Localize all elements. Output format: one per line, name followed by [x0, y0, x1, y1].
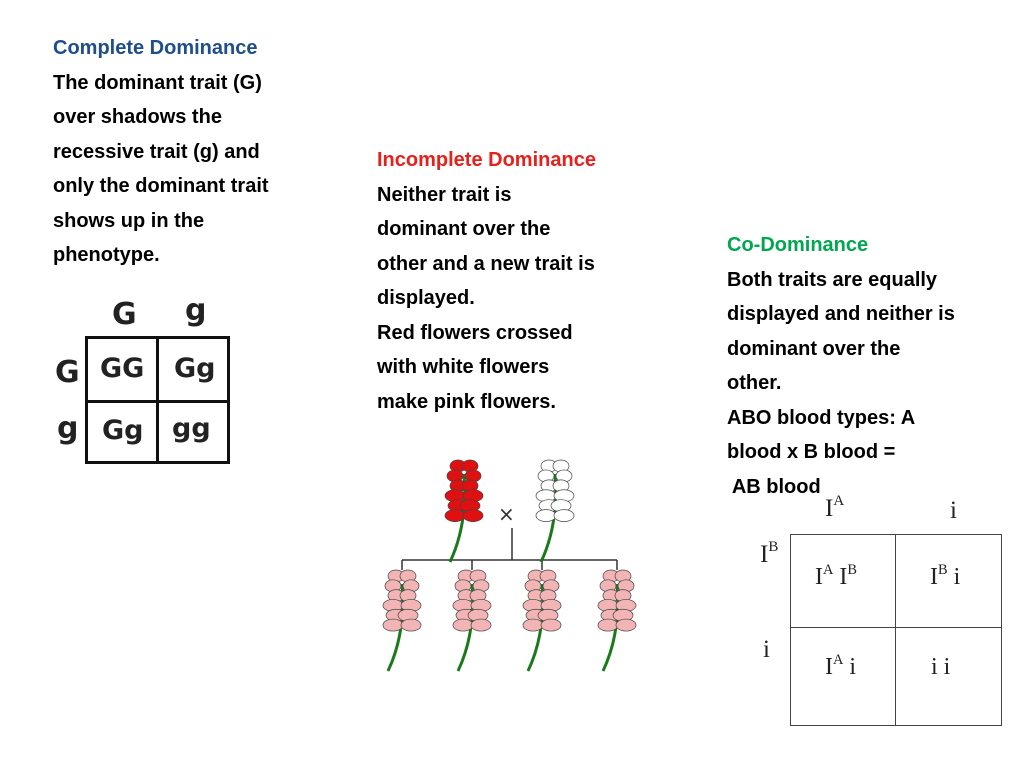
punnett-cell-1: GG	[100, 353, 145, 384]
complete-text-line-4: only the dominant trait	[53, 175, 269, 197]
complete-text-line-5: shows up in the	[53, 209, 205, 232]
incomplete-text-line-7: make pink flowers.	[377, 390, 556, 413]
incomplete-text-line-1: Neither trait is	[377, 183, 512, 206]
co-text-line-2: displayed and neither is	[727, 303, 955, 325]
incomplete-dominance-heading: Incomplete Dominance	[377, 149, 596, 171]
co-dominance-section: Co-Dominance Both traits are equally dis…	[727, 228, 955, 504]
co-punnett-cell-3: IA i	[825, 652, 857, 680]
co-dominance-heading: Co-Dominance	[727, 234, 869, 256]
co-punnett-divider-vertical	[895, 535, 896, 725]
pink-flower-offspring-1	[382, 569, 422, 672]
incomplete-text-line-6: with white flowers	[377, 356, 550, 378]
punnett-side-allele-2: g	[57, 411, 79, 446]
co-punnett-cell-4: i i	[931, 654, 951, 680]
punnett-top-allele-2: g	[185, 293, 207, 328]
co-punnett-divider-horizontal	[791, 627, 1001, 628]
incomplete-text-line-4: displayed.	[377, 287, 475, 309]
complete-text-line-1: The dominant trait (G)	[53, 71, 262, 94]
complete-text-line-3: recessive trait (g) and	[53, 140, 260, 163]
complete-dominance-heading: Complete Dominance	[53, 37, 258, 59]
punnett-top-allele-i: i	[950, 497, 957, 524]
co-text-line-7: AB blood	[727, 475, 821, 498]
co-text-line-4: other.	[727, 372, 782, 394]
punnett-divider-horizontal	[88, 400, 227, 403]
punnett-cell-4: gg	[172, 413, 211, 444]
punnett-side-allele-i: i	[763, 636, 770, 663]
co-text-line-6: blood x B blood =	[727, 441, 896, 463]
co-text-line-1: Both traits are equally	[727, 268, 938, 291]
complete-text-line-6: phenotype.	[53, 244, 160, 266]
punnett-cell-3: Gg	[102, 415, 144, 446]
co-text-line-5: ABO blood types: A	[727, 406, 916, 429]
red-flower-parent	[444, 459, 484, 563]
incomplete-dominance-section: Incomplete Dominance Neither trait is do…	[377, 143, 596, 419]
punnett-side-allele-b: IB	[760, 539, 779, 568]
pink-flower-offspring-2	[452, 569, 492, 672]
punnett-top-allele-a: IA	[825, 493, 845, 522]
complete-dominance-section: Complete Dominance The dominant trait (G…	[53, 31, 269, 273]
flower-lineage-lines	[401, 528, 618, 570]
punnett-top-allele-1: G	[112, 297, 137, 332]
flower-cross-illustration: ×	[382, 459, 637, 672]
co-punnett-grid: IA IB IB i IA i i i	[790, 534, 1002, 726]
punnett-side-allele-1: G	[55, 355, 80, 390]
co-dominance-punnett-square: IA i IB i IA IB IB i IA i i i	[755, 494, 1005, 744]
incomplete-text-line-3: other and a new trait is	[377, 252, 595, 275]
co-punnett-cell-1: IA IB	[815, 562, 858, 590]
incomplete-text-line-5: Red flowers crossed	[377, 321, 573, 344]
complete-dominance-punnett-square: G g G g GG Gg Gg gg	[52, 296, 242, 476]
white-flower-parent	[535, 459, 575, 563]
complete-text-line-2: over shadows the	[53, 106, 222, 128]
incomplete-text-line-2: dominant over the	[377, 218, 551, 240]
punnett-grid: GG Gg Gg gg	[85, 336, 230, 464]
cross-symbol: ×	[498, 502, 515, 526]
pink-flower-offspring-3	[522, 569, 562, 672]
flowers	[382, 459, 637, 672]
co-text-line-3: dominant over the	[727, 337, 901, 360]
punnett-cell-2: Gg	[174, 353, 216, 384]
pink-flower-offspring-4	[597, 569, 637, 672]
co-punnett-cell-2: IB i	[930, 562, 961, 590]
